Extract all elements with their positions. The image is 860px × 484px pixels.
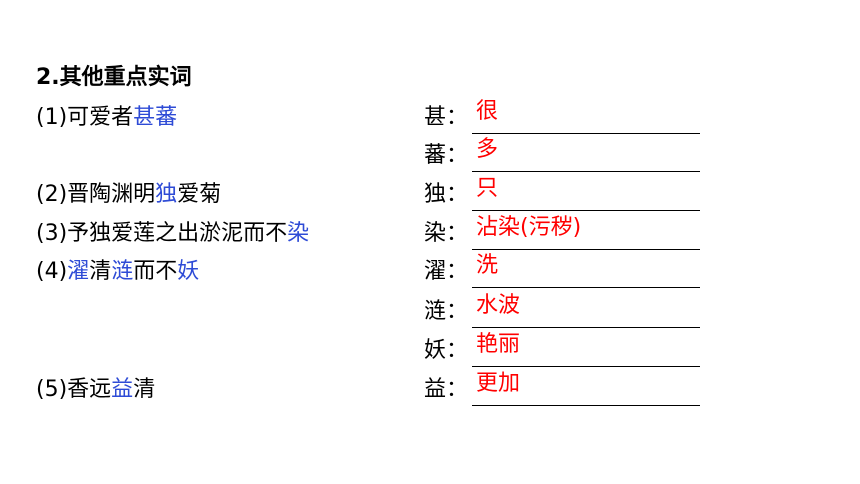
entry-7: 妖： 艳丽	[424, 332, 700, 367]
entry-2: 蕃： 多	[424, 137, 700, 172]
phrase-4: (4)濯清涟而不妖	[36, 258, 199, 286]
phrase-keyword: 濯	[67, 259, 90, 284]
phrase-keyword: 染	[287, 221, 310, 246]
phrase-segment: 而不	[133, 259, 178, 284]
phrase-3: (3)予独爱莲之出淤泥而不染	[36, 220, 309, 248]
entry-4: 染： 沾染(污秽)	[424, 215, 700, 250]
entry-term: 染：	[424, 221, 469, 246]
entry-answer: 艳丽	[476, 332, 521, 357]
entry-term: 蕃：	[424, 143, 469, 168]
phrase-keyword: 妖	[177, 259, 200, 284]
phrase-segment: (4)	[36, 259, 68, 284]
section-title: 2.其他重点实词	[36, 65, 192, 90]
phrase-keyword: 甚蕃	[133, 105, 178, 130]
answer-blank: 水波	[472, 293, 700, 328]
entry-8: 益： 更加	[424, 371, 700, 406]
entry-term: 甚：	[424, 105, 469, 130]
answer-blank: 沾染(污秽)	[472, 215, 700, 250]
entry-answer: 洗	[476, 253, 499, 278]
entry-term: 益：	[424, 377, 469, 402]
entry-answer: 只	[476, 176, 499, 201]
entry-1: 甚： 很	[424, 99, 700, 134]
entry-answer: 水波	[476, 293, 521, 318]
entry-5: 濯： 洗	[424, 253, 700, 288]
phrase-segment: (3)予独爱莲之出淤泥而不	[36, 221, 288, 246]
phrase-segment: 清	[89, 259, 112, 284]
answer-blank: 艳丽	[472, 332, 700, 367]
entry-term: 独：	[424, 182, 469, 207]
phrase-keyword: 涟	[111, 259, 134, 284]
entry-answer: 多	[476, 137, 499, 162]
phrase-1: (1)可爱者甚蕃	[36, 104, 177, 132]
phrase-segment: (5)香远	[36, 377, 112, 402]
entry-term: 涟：	[424, 299, 469, 324]
answer-blank: 更加	[472, 371, 700, 406]
phrase-segment: 清	[133, 377, 156, 402]
phrase-keyword: 益	[111, 377, 134, 402]
answer-blank: 很	[472, 99, 700, 134]
entry-3: 独： 只	[424, 176, 700, 211]
entry-term: 濯：	[424, 259, 469, 284]
phrase-2: (2)晋陶渊明独爱菊	[36, 181, 221, 209]
phrase-5: (5)香远益清	[36, 376, 155, 404]
phrase-segment: 爱菊	[177, 182, 222, 207]
entry-term: 妖：	[424, 338, 469, 363]
answer-blank: 只	[472, 176, 700, 211]
entry-answer: 很	[476, 99, 499, 124]
entry-6: 涟： 水波	[424, 293, 700, 328]
answer-blank: 洗	[472, 253, 700, 288]
phrase-keyword: 独	[155, 182, 178, 207]
answer-blank: 多	[472, 137, 700, 172]
phrase-segment: (1)可爱者	[36, 105, 134, 130]
entry-answer: 更加	[476, 371, 521, 396]
phrase-segment: (2)晋陶渊明	[36, 182, 156, 207]
entry-answer: 沾染(污秽)	[476, 215, 582, 240]
